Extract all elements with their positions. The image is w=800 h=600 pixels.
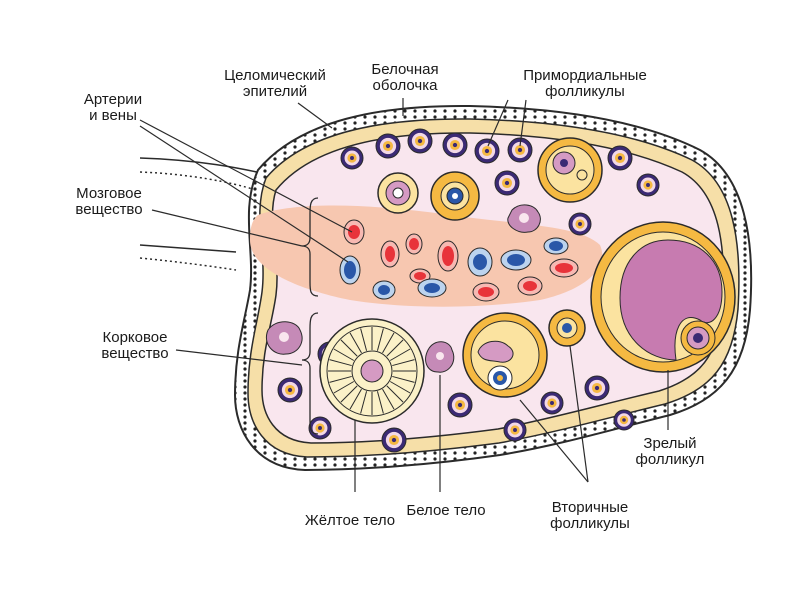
luteal-fold [360,328,368,351]
mature-follicle [590,221,736,373]
vessels [339,219,579,302]
primordial-follicle [407,128,433,154]
vein [467,247,493,277]
primordial-follicle [507,137,533,163]
artery [517,276,543,296]
secondary-follicle [462,312,548,398]
label-medulla: Мозговое вещество [64,186,154,218]
label-line: Мозговое [76,185,142,202]
label-line: Вторичные [551,499,629,516]
luteal-fold [386,339,404,357]
luteal-fold [349,388,362,410]
corpus-luteum [319,318,425,424]
primordial-follicle [636,173,660,197]
luteal-fold [340,385,358,403]
label-line: Корковое [102,329,168,346]
artery [380,240,400,268]
label-line: фолликулы [550,515,630,532]
artery [437,240,459,272]
corpus-albicans [507,204,541,233]
secondary-follicle [548,309,586,347]
medulla-region [250,205,603,307]
label-line: Белое тело [406,502,486,519]
label-yellow-body: Жёлтое тело [290,513,410,529]
primordial-follicle [308,416,332,440]
label-white-body: Белое тело [396,503,496,519]
label-arteries-veins: Артерии и вены [68,92,158,124]
leader-lines [139,98,669,492]
label-line: Зрелый [643,435,697,452]
primordial-follicle [540,391,564,415]
luteal-fold [382,332,395,354]
label-line: эпителий [242,83,308,100]
luteal-fold [360,391,368,414]
luteal-fold [392,375,415,383]
luteal-fold [329,359,352,367]
vein [339,255,361,285]
vein [543,237,569,255]
primordial-follicle [474,138,500,164]
label-mature-follicle: Зрелый фолликул [620,436,720,468]
artery [343,219,365,245]
artery [409,268,431,284]
growing-follicle [430,171,480,221]
label-secondary-follicles: Вторичные фолликулы [525,500,655,532]
primordial-follicle [584,375,610,401]
primordial-follicle [494,170,520,196]
luteal-fold [389,348,411,361]
label-line: Артерии [83,91,143,108]
luteal-fold [340,339,358,357]
luteal-fold [376,391,384,414]
label-line: Белочная [371,61,439,78]
label-line: оболочка [372,77,438,94]
primordial-follicle [340,146,364,170]
primordial-follicle [447,392,473,418]
corpus-albicans [425,341,455,373]
primordial-follicle [613,409,635,431]
vein [500,249,532,271]
artery [549,258,579,278]
label-line: фолликулы [545,83,625,100]
label-line: Примордиальные [523,67,647,84]
label-line: вещество [75,201,143,218]
luteal-fold [382,388,395,410]
luteal-fold [329,375,352,383]
luteal-fold [376,328,384,351]
primordial-follicle [442,132,468,158]
label-line: Целомический [224,67,326,84]
primordial-follicle [277,377,303,403]
label-cortex: Корковое вещество [90,330,180,362]
growing-follicle [377,172,419,214]
label-primordial-follicles: Примордиальные фолликулы [500,68,670,100]
label-tunica-albuginea: Белочная оболочка [350,62,460,94]
luteal-fold [392,359,415,367]
corpus-albicans [266,321,303,355]
primordial-follicle [607,145,633,171]
vein [417,278,447,298]
label-coelomic-epithelium: Целомический эпителий [200,68,350,100]
luteal-fold [386,385,404,403]
luteal-fold [349,332,362,354]
label-line: Жёлтое тело [304,512,396,529]
artery [405,233,423,255]
secondary-follicle [537,137,603,203]
label-line: вещество [101,345,169,362]
artery [472,282,500,302]
primordial-follicle [381,427,407,453]
label-line: фолликул [635,451,705,468]
vein [372,280,396,300]
luteal-fold [333,381,355,394]
primordial-follicle [503,418,527,442]
luteal-fold [333,348,355,361]
primordial-follicle [375,133,401,159]
luteal-fold [389,381,411,394]
label-line: и вены [89,107,137,124]
primordial-follicle [568,212,592,236]
primordial-follicles [277,128,660,453]
